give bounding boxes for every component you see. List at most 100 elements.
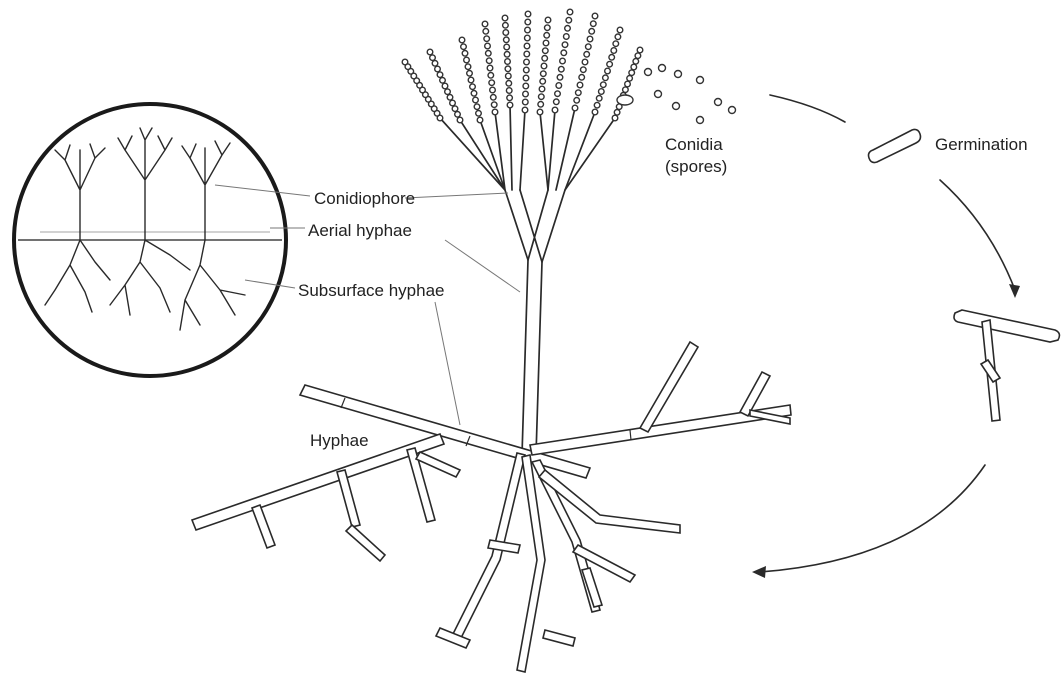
conidium bbox=[697, 117, 704, 124]
chain-conidium bbox=[477, 117, 483, 123]
chain-conidium bbox=[599, 89, 605, 95]
chain-conidium bbox=[430, 55, 436, 61]
conidium bbox=[659, 65, 666, 72]
conidium bbox=[729, 107, 736, 114]
chain-conidium bbox=[524, 67, 530, 73]
label-aerial-hyphae: Aerial hyphae bbox=[308, 221, 412, 240]
chain-conidium bbox=[537, 109, 543, 115]
chain-conidium bbox=[523, 83, 529, 89]
conidium bbox=[673, 103, 680, 110]
conidium bbox=[617, 95, 633, 105]
chain-conidium bbox=[541, 71, 547, 77]
chain-conidium bbox=[459, 37, 465, 43]
chain-conidium bbox=[491, 95, 497, 101]
conidium bbox=[697, 77, 704, 84]
chain-conidium bbox=[609, 55, 615, 61]
chain-conidium bbox=[635, 53, 641, 59]
label-conidiophore: Conidiophore bbox=[314, 189, 415, 208]
chain-conidium bbox=[473, 97, 479, 103]
chain-conidium bbox=[465, 64, 471, 70]
chain-conidium bbox=[523, 99, 529, 105]
chain-conidium bbox=[542, 56, 548, 62]
label-germination: Germination bbox=[935, 135, 1028, 154]
chain-conidium bbox=[402, 59, 408, 65]
chain-conidium bbox=[582, 59, 588, 65]
chain-conidium bbox=[484, 36, 490, 42]
chain-conidium bbox=[474, 104, 480, 110]
chain-conidium bbox=[565, 26, 571, 32]
chain-conidium bbox=[462, 51, 468, 57]
chain-conidium bbox=[503, 30, 509, 36]
chain-conidium bbox=[486, 58, 492, 64]
chain-conidium bbox=[522, 107, 528, 113]
chain-conidium bbox=[505, 59, 511, 65]
chain-conidium bbox=[631, 64, 637, 70]
chain-conidium bbox=[523, 75, 529, 81]
label-conidia: Conidia bbox=[665, 135, 723, 154]
chain-conidium bbox=[504, 44, 510, 50]
chain-conidium bbox=[543, 48, 549, 54]
chain-conidium bbox=[637, 47, 643, 53]
label-hyphae: Hyphae bbox=[310, 431, 369, 450]
chain-conidium bbox=[491, 102, 497, 108]
chain-conidium bbox=[464, 57, 470, 63]
chain-conidium bbox=[592, 109, 598, 115]
spore-chains bbox=[402, 9, 643, 123]
germ-tube bbox=[954, 310, 1059, 342]
chain-conidium bbox=[561, 50, 567, 56]
chain-conidium bbox=[506, 81, 512, 87]
chain-conidium bbox=[471, 91, 477, 97]
chain-conidium bbox=[470, 84, 476, 90]
chain-conidium bbox=[625, 81, 631, 87]
label-subsurface-hyphae: Subsurface hyphae bbox=[298, 281, 445, 300]
chain-conidium bbox=[539, 86, 545, 92]
chain-conidium bbox=[442, 83, 448, 89]
chain-conidium bbox=[594, 102, 600, 108]
chain-conidium bbox=[587, 36, 593, 42]
chain-conidium bbox=[492, 109, 498, 115]
chain-conidium bbox=[524, 43, 530, 49]
chain-conidium bbox=[560, 58, 566, 64]
chain-conidium bbox=[483, 29, 489, 35]
chain-conidium bbox=[607, 61, 613, 67]
germination-cycle bbox=[752, 95, 1059, 578]
chain-conidium bbox=[577, 82, 583, 88]
chain-conidium bbox=[605, 68, 611, 74]
chain-conidium bbox=[452, 106, 458, 112]
chain-conidium bbox=[566, 17, 572, 23]
colony-inset bbox=[14, 104, 286, 376]
chain-conidium bbox=[523, 91, 529, 97]
chain-conidium bbox=[541, 63, 547, 69]
conidium bbox=[645, 69, 652, 76]
chain-conidium bbox=[525, 11, 531, 17]
chain-conidium bbox=[486, 51, 492, 57]
hyphae-network bbox=[192, 342, 791, 672]
chain-conidium bbox=[540, 79, 546, 85]
chain-conidium bbox=[576, 90, 582, 96]
chain-conidium bbox=[507, 102, 513, 108]
chain-conidium bbox=[615, 34, 621, 40]
chain-conidium bbox=[539, 94, 545, 100]
chain-conidium bbox=[450, 100, 456, 106]
chain-conidium bbox=[592, 13, 598, 19]
chain-conidium bbox=[589, 29, 595, 35]
arrow-head-icon bbox=[1009, 284, 1020, 298]
chain-conidium bbox=[503, 23, 509, 29]
chain-conidium bbox=[504, 52, 510, 58]
chain-conidium bbox=[554, 99, 560, 105]
chain-conidium bbox=[596, 96, 602, 102]
conidium bbox=[675, 71, 682, 78]
chain-conidium bbox=[505, 66, 511, 72]
chain-conidium bbox=[502, 15, 508, 21]
conidiophore-drawing bbox=[440, 105, 615, 455]
label-spores: (spores) bbox=[665, 157, 727, 176]
chain-conidium bbox=[555, 91, 561, 97]
chain-conidium bbox=[544, 33, 550, 39]
conidium bbox=[715, 99, 722, 106]
chain-conidium bbox=[467, 71, 473, 77]
chain-conidium bbox=[623, 87, 629, 93]
chain-conidium bbox=[545, 17, 551, 23]
chain-conidium bbox=[476, 111, 482, 117]
chain-conidium bbox=[525, 35, 531, 41]
